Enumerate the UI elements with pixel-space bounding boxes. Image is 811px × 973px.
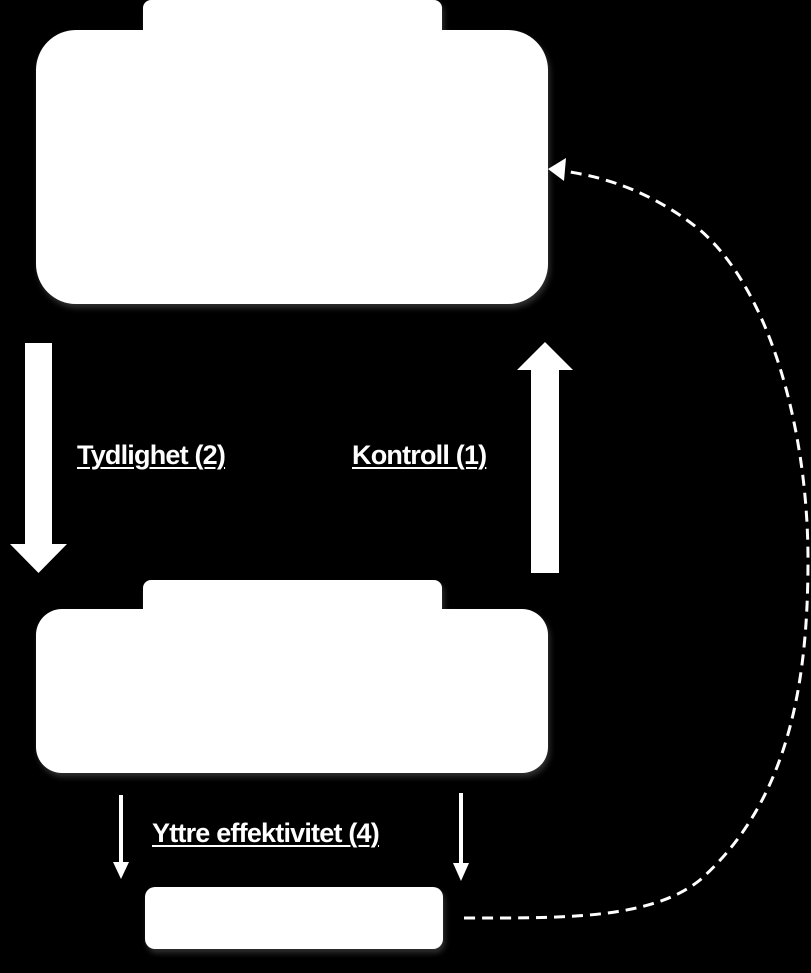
- down-block-arrow: [10, 343, 67, 573]
- thin-down-arrow-right: [453, 793, 469, 881]
- edge-label-tydlighet: Tydlighet (2): [77, 440, 226, 470]
- middle-box-body: [36, 609, 548, 773]
- top-box-body: [36, 30, 548, 304]
- bottom-box: [145, 887, 443, 949]
- up-block-arrow: [517, 342, 573, 573]
- dashed-feedback-curve: [463, 168, 810, 920]
- edge-label-kontroll: Kontroll (1): [352, 440, 487, 470]
- edge-label-yttre-effektivitet: Yttre effektivitet (4): [152, 818, 380, 848]
- middle-box: [36, 580, 548, 773]
- thin-down-arrow-left: [113, 795, 129, 879]
- top-box: [36, 0, 548, 304]
- dashed-feedback-arrowhead: [548, 158, 566, 181]
